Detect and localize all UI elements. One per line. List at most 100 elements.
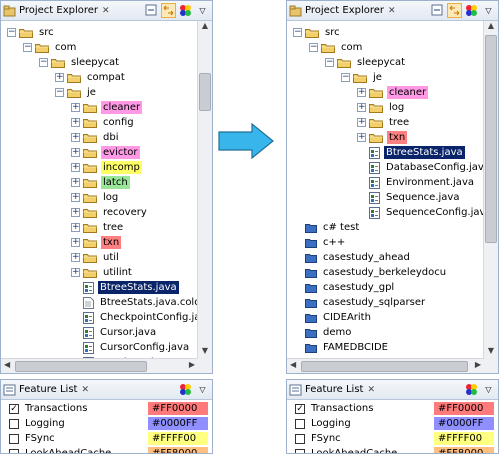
view-menu-icon[interactable]: ▽ — [199, 6, 206, 15]
tree-item[interactable]: −je — [55, 85, 98, 100]
scroll-thumb[interactable] — [199, 73, 211, 111]
collapse-icon[interactable]: − — [7, 27, 16, 37]
left-vertical-scrollbar[interactable]: ▲ ▼ — [197, 21, 212, 359]
expand-icon[interactable]: + — [71, 147, 80, 157]
scroll-right-icon[interactable]: ▶ — [188, 360, 195, 369]
expand-icon[interactable]: + — [71, 237, 80, 247]
tree-item[interactable]: +txn — [71, 235, 122, 250]
feature-checkbox[interactable] — [9, 418, 19, 429]
feature-color-swatch[interactable]: #FF8000 — [148, 447, 208, 453]
scroll-down-icon[interactable]: ▼ — [201, 346, 209, 355]
tree-item[interactable]: Cursor.java — [71, 325, 158, 340]
scroll-thumb[interactable] — [15, 361, 147, 372]
tree-item[interactable]: +utilint — [71, 265, 134, 280]
tree-item[interactable]: casestudy_gpl — [293, 280, 396, 295]
collapse-icon[interactable]: − — [55, 87, 64, 97]
collapse-all-icon[interactable] — [144, 3, 159, 18]
expand-icon[interactable]: + — [71, 192, 80, 202]
tree-item[interactable]: Sequence.java — [357, 190, 461, 205]
scroll-right-icon[interactable]: ▶ — [474, 360, 481, 369]
tree-item[interactable]: −src — [293, 25, 342, 40]
view-menu-icon[interactable]: ▽ — [199, 385, 206, 394]
tree-item[interactable]: CursorConfig.java — [71, 340, 191, 355]
link-with-editor-icon[interactable] — [161, 3, 176, 18]
tree-item[interactable]: −sleepycat — [39, 55, 121, 70]
right-horizontal-scrollbar[interactable]: ◀ ▶ — [287, 358, 484, 373]
color-palette-icon[interactable] — [178, 3, 193, 18]
expand-icon[interactable]: + — [71, 222, 80, 232]
tree-item[interactable]: −com — [23, 40, 78, 55]
tree-item[interactable]: +cleaner — [357, 85, 429, 100]
feature-checkbox[interactable] — [9, 433, 19, 444]
tree-item[interactable]: SequenceConfig.java — [357, 205, 484, 220]
tree-item[interactable]: +tree — [357, 115, 411, 130]
close-icon[interactable]: ✕ — [81, 384, 89, 395]
tree-item[interactable]: −com — [309, 40, 364, 55]
expand-icon[interactable]: + — [357, 102, 366, 112]
feature-row[interactable]: FSync#FFFF00 — [287, 431, 498, 446]
feature-color-swatch[interactable]: #0000FF — [148, 417, 208, 430]
close-icon[interactable]: ✕ — [367, 384, 375, 395]
tree-item[interactable]: +config — [71, 115, 136, 130]
feature-color-swatch[interactable]: #FF0000 — [434, 402, 494, 415]
feature-row[interactable]: FSync#FFFF00 — [1, 431, 212, 446]
tree-item[interactable]: +cleaner — [71, 100, 143, 115]
scroll-down-icon[interactable]: ▼ — [487, 346, 495, 355]
collapse-icon[interactable]: − — [325, 57, 334, 67]
tree-item[interactable]: Environment.java — [357, 175, 476, 190]
feature-row[interactable]: ✓Transactions#FF0000 — [287, 401, 498, 416]
feature-color-swatch[interactable]: #FFFF00 — [148, 432, 208, 445]
feature-color-swatch[interactable]: #FF8000 — [434, 447, 494, 453]
collapse-icon[interactable]: − — [341, 72, 350, 82]
close-icon[interactable]: ✕ — [102, 5, 110, 16]
expand-icon[interactable]: + — [357, 87, 366, 97]
scroll-up-icon[interactable]: ▲ — [201, 21, 209, 30]
tree-item[interactable]: +recovery — [71, 205, 149, 220]
feature-row[interactable]: LookAheadCache#FF8000 — [287, 446, 498, 453]
tree-item[interactable]: casestudy_sqlparser — [293, 295, 427, 310]
tree-item[interactable]: +log — [357, 100, 406, 115]
scroll-up-icon[interactable]: ▲ — [487, 21, 495, 30]
feature-color-swatch[interactable]: #FF0000 — [148, 402, 208, 415]
tree-item[interactable]: c++ — [293, 235, 347, 250]
feature-color-swatch[interactable]: #0000FF — [434, 417, 494, 430]
color-palette-icon[interactable] — [464, 3, 479, 18]
tree-item[interactable]: +tree — [71, 220, 125, 235]
feature-row[interactable]: Logging#0000FF — [287, 416, 498, 431]
tree-item[interactable]: BtreeStats.java — [71, 280, 179, 295]
collapse-icon[interactable]: − — [23, 42, 32, 52]
tree-item[interactable]: +log — [71, 190, 120, 205]
tree-item[interactable]: −je — [341, 70, 384, 85]
right-vertical-scrollbar[interactable]: ▲ ▼ — [483, 21, 498, 359]
tree-item[interactable]: DatabaseConfig.java — [357, 160, 484, 175]
view-menu-icon[interactable]: ▽ — [485, 6, 492, 15]
tree-item[interactable]: casestudy_ahead — [293, 250, 412, 265]
tree-item[interactable]: +compat — [55, 70, 127, 85]
expand-icon[interactable]: + — [357, 132, 366, 142]
tree-item[interactable]: casestudy_berkeleydocu — [293, 265, 448, 280]
tree-item[interactable]: BtreeStats.java — [357, 145, 465, 160]
expand-icon[interactable]: + — [71, 102, 80, 112]
collapse-icon[interactable]: − — [39, 57, 48, 67]
tree-item[interactable]: BtreeStats.java.color — [71, 295, 198, 310]
tree-item[interactable]: FAMEDBCIDE — [293, 340, 390, 355]
view-menu-icon[interactable]: ▽ — [485, 385, 492, 394]
tree-item[interactable]: CIDEArith — [293, 310, 373, 325]
feature-row[interactable]: LookAheadCache#FF8000 — [1, 446, 212, 453]
feature-checkbox[interactable] — [295, 433, 305, 444]
tree-item[interactable]: +util — [71, 250, 121, 265]
tree-item[interactable]: −src — [7, 25, 56, 40]
expand-icon[interactable]: + — [71, 252, 80, 262]
feature-row[interactable]: ✓Transactions#FF0000 — [1, 401, 212, 416]
tree-item[interactable]: +evictor — [71, 145, 140, 160]
feature-checkbox[interactable] — [295, 418, 305, 429]
scroll-left-icon[interactable]: ◀ — [4, 360, 11, 369]
feature-checkbox[interactable] — [9, 448, 19, 453]
link-with-editor-icon[interactable] — [447, 3, 462, 18]
collapse-all-icon[interactable] — [430, 3, 445, 18]
tree-item[interactable]: +dbi — [71, 130, 120, 145]
scroll-left-icon[interactable]: ◀ — [290, 360, 297, 369]
tree-item[interactable]: +latch — [71, 175, 130, 190]
tree-item[interactable]: +txn — [357, 130, 408, 145]
tree-item[interactable]: CheckpointConfig.java — [71, 310, 198, 325]
